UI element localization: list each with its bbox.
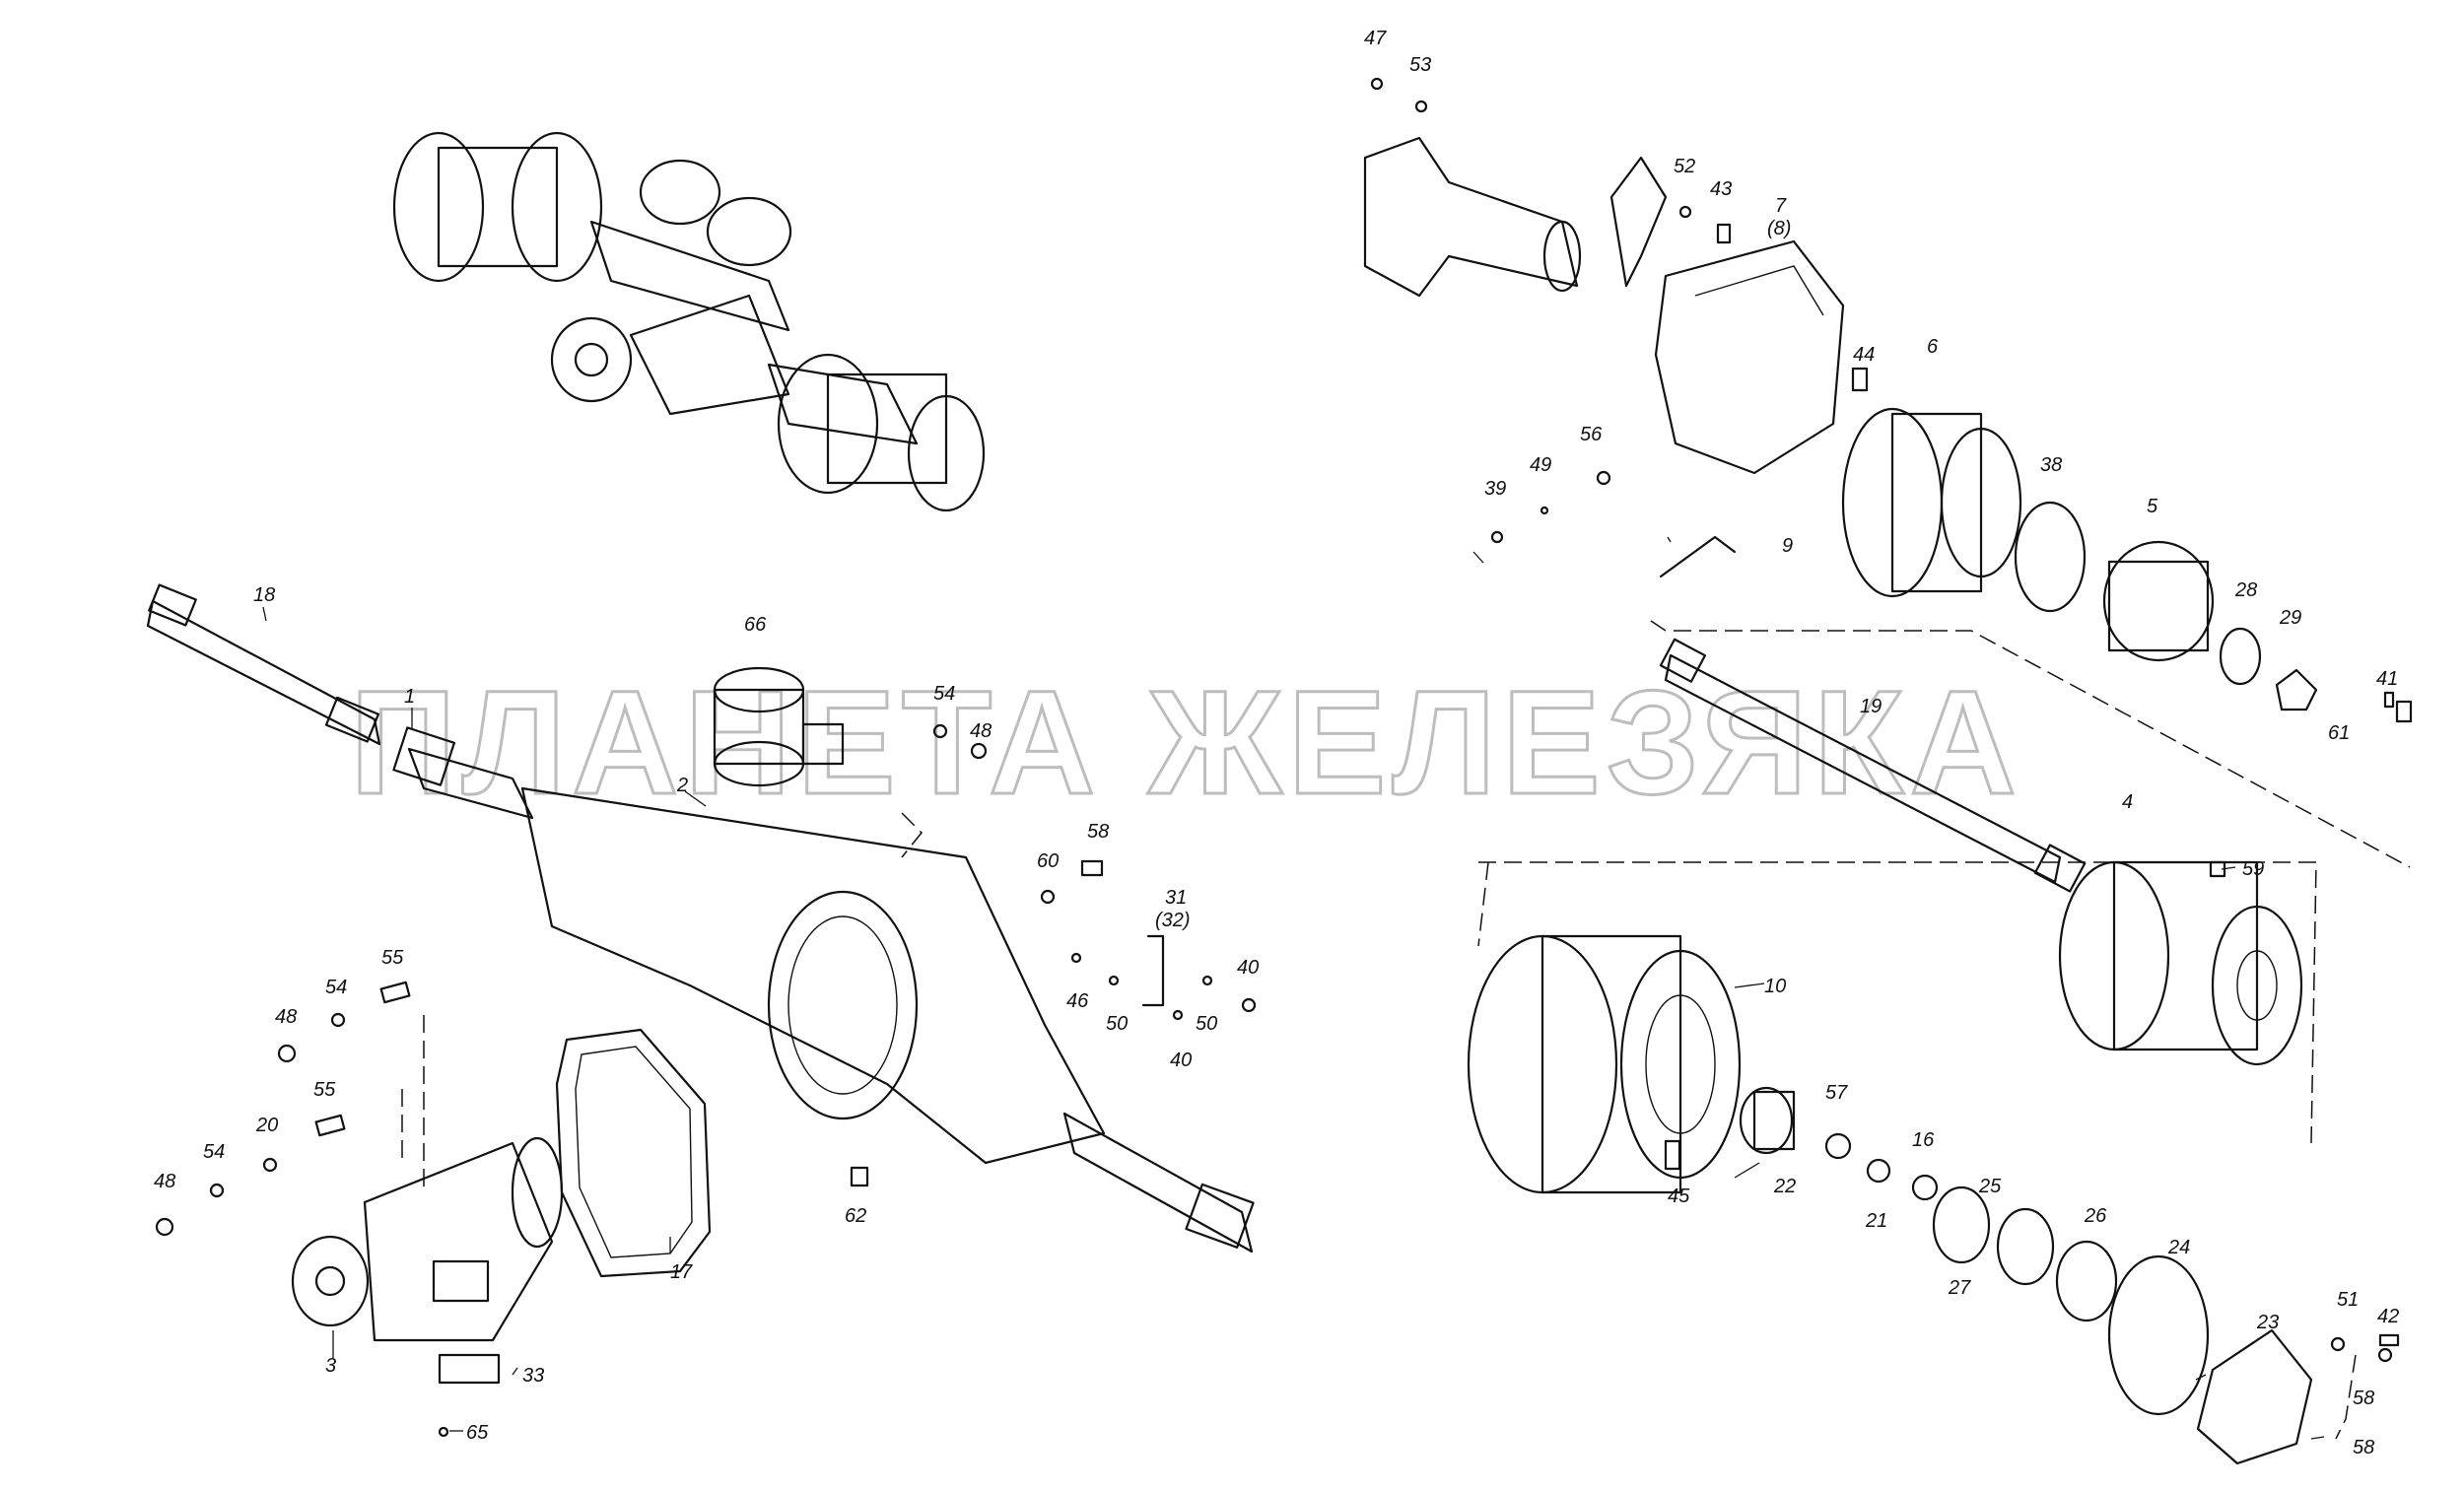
axle-shaft-19: [1659, 638, 2087, 893]
wheel-end-upper: [1363, 77, 2413, 723]
group-line-drum: [1477, 861, 2317, 1144]
callout-29: 29: [2279, 607, 2301, 629]
callout-43: 43: [1710, 178, 1732, 200]
wheel-end-lower: [1739, 1086, 2400, 1465]
callout-48a: 48: [970, 720, 992, 742]
callout-42: 42: [2377, 1306, 2399, 1327]
callout-41: 41: [2376, 668, 2398, 690]
callout-51: 51: [2337, 1289, 2359, 1311]
callout-19: 19: [1860, 696, 1882, 717]
callout-5: 5: [2147, 496, 2158, 517]
callout-54a: 54: [933, 683, 955, 705]
callout-20: 20: [255, 1115, 278, 1136]
callout-31b: (32): [1155, 910, 1191, 931]
callout-labels: 1 2 3 4 5 6 7 (8) 9 10 16 17 18 19 20 21…: [154, 28, 2399, 1458]
callout-4: 4: [2122, 791, 2133, 813]
callout-7: 7: [1775, 195, 1787, 217]
callout-31: 31: [1165, 887, 1187, 909]
callout-24: 24: [2167, 1237, 2190, 1258]
callout-49: 49: [1530, 454, 1551, 476]
callout-55b: 55: [313, 1079, 336, 1101]
leader-lines: [262, 536, 2325, 1440]
callout-50b: 50: [1196, 1013, 1217, 1035]
callout-58c: 58: [2353, 1437, 2374, 1458]
callout-48c: 48: [154, 1171, 175, 1192]
callout-46: 46: [1066, 990, 1089, 1012]
callout-53: 53: [1409, 54, 1431, 76]
planetary-hub-4: [2058, 860, 2303, 1066]
callout-1: 1: [404, 686, 415, 708]
callout-25: 25: [1978, 1176, 2002, 1197]
callout-17: 17: [670, 1261, 693, 1283]
callout-21: 21: [1865, 1210, 1887, 1232]
group-line-bolt: [2335, 1354, 2357, 1440]
callout-54c: 54: [203, 1141, 225, 1163]
callout-16: 16: [1912, 1129, 1935, 1151]
callout-52: 52: [1674, 156, 1695, 177]
callout-57: 57: [1825, 1082, 1848, 1104]
callout-40b: 40: [1170, 1050, 1192, 1071]
callout-66: 66: [744, 614, 767, 636]
callout-39: 39: [1484, 478, 1506, 500]
callout-9: 9: [1782, 535, 1793, 557]
callout-28: 28: [2234, 579, 2257, 601]
callout-55a: 55: [381, 947, 404, 969]
callout-54b: 54: [325, 977, 347, 998]
callout-7b: (8): [1767, 218, 1791, 239]
callout-44: 44: [1853, 344, 1875, 366]
callout-18: 18: [253, 584, 275, 606]
left-hardware: [155, 723, 1257, 1438]
callout-23: 23: [2256, 1312, 2279, 1333]
callout-27: 27: [1948, 1277, 1971, 1299]
callout-45: 45: [1668, 1186, 1690, 1207]
callout-40a: 40: [1237, 957, 1259, 979]
callout-3: 3: [325, 1355, 336, 1377]
callout-61: 61: [2328, 722, 2350, 744]
callout-62: 62: [845, 1205, 866, 1227]
callout-33: 33: [522, 1365, 544, 1387]
callout-48b: 48: [275, 1006, 297, 1028]
callout-59: 59: [2242, 858, 2264, 880]
callout-58b: 58: [2353, 1388, 2374, 1409]
callout-47: 47: [1364, 28, 1387, 49]
group-line-diff: [901, 812, 924, 858]
brake-chamber-66: [713, 666, 845, 787]
differential-3: [291, 1136, 564, 1342]
callout-26: 26: [2084, 1205, 2107, 1227]
callout-56: 56: [1580, 424, 1603, 445]
assembled-axle-illustration: [392, 131, 986, 512]
axle-housing: [392, 726, 1255, 1254]
gasket-17: [555, 1028, 712, 1278]
callout-65: 65: [466, 1422, 489, 1444]
callout-60: 60: [1037, 850, 1059, 872]
callout-38: 38: [2040, 454, 2062, 476]
brake-drum-10: [1467, 934, 1742, 1194]
callout-10: 10: [1764, 976, 1786, 997]
callout-2: 2: [676, 775, 688, 796]
group-line-hub: [1650, 620, 2411, 868]
callout-22: 22: [1773, 1176, 1796, 1197]
callout-58a: 58: [1087, 821, 1109, 843]
callout-6: 6: [1927, 336, 1939, 358]
callout-50a: 50: [1106, 1013, 1128, 1035]
watermark-text: ПЛАНЕТА ЖЕЛЕЗЯКА: [350, 659, 2022, 825]
axle-shaft-18: [146, 583, 381, 746]
